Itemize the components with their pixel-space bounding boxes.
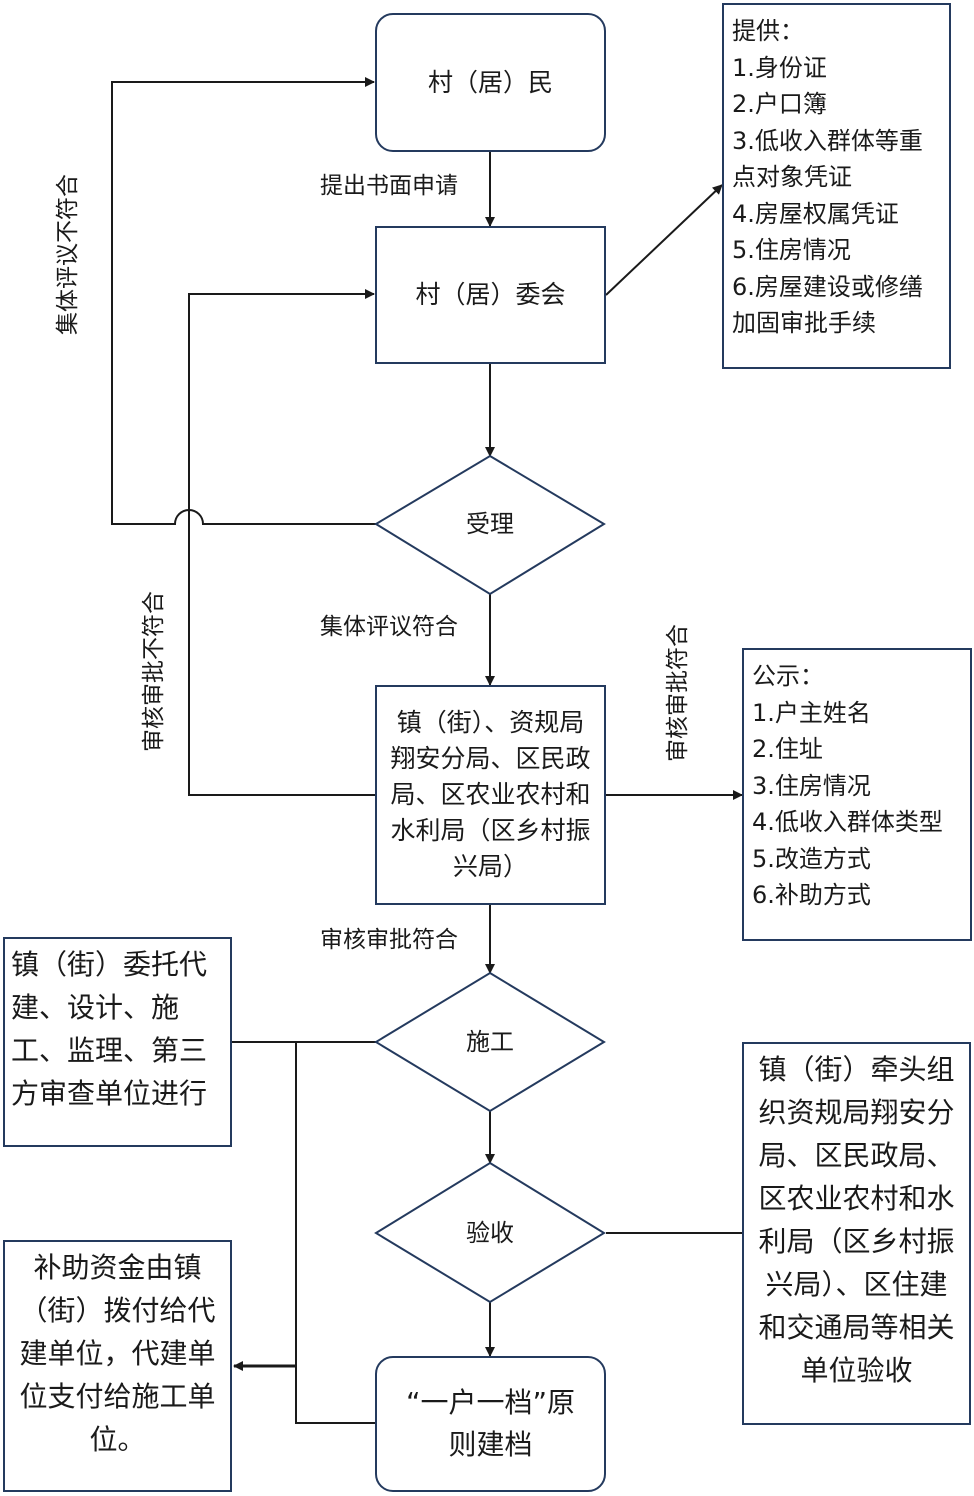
provide-note: 提供： 1.身份证 2.户口簿 3.低收入群体等重 点对象凭证 4.房屋权属凭证…	[722, 3, 951, 369]
review-line: 翔安分局、区民政	[390, 744, 591, 773]
publicize-line: 4.低收入群体类型	[752, 808, 943, 836]
provide-line: 2.户口簿	[732, 90, 827, 118]
provide-line: 加固审批手续	[732, 309, 876, 337]
archive-node: “一户一档”原 则建档	[375, 1356, 606, 1492]
construction-label: 施工	[466, 1028, 514, 1056]
committee-node: 村（居）委会	[375, 226, 606, 364]
subsidy-note: 补助资金由镇 （街）拨付给代 建单位，代建单 位支付给施工单 位。	[3, 1240, 232, 1492]
submit-label: 提出书面申请	[320, 173, 458, 199]
subsidy-line: （街）拨付给代	[19, 1294, 216, 1327]
subsidy-line: 建单位，代建单	[19, 1337, 216, 1370]
edge-review-fail	[188, 289, 376, 796]
subsidy-line: 位支付给施工单	[19, 1380, 216, 1413]
acceptance-line: 局、区民政局、	[758, 1139, 955, 1172]
review-pass-right-label: 审核审批符合	[665, 624, 691, 762]
villager-node: 村（居）民	[375, 13, 606, 152]
acceptance-line: 镇（街）牵头组	[758, 1053, 955, 1086]
subsidy-line: 补助资金由镇	[33, 1251, 202, 1284]
subsidy-line: 位。	[89, 1423, 146, 1456]
publicize-note: 公示： 1.户主姓名 2.住址 3.住房情况 4.低收入群体类型 5.改造方式 …	[742, 648, 972, 941]
review-pass-down-label: 审核审批符合	[320, 927, 458, 953]
provide-line: 3.低收入群体等重	[732, 126, 923, 155]
collective-pass-label: 集体评议符合	[320, 614, 458, 640]
inspection-label: 验收	[466, 1219, 514, 1247]
construction-diamond	[374, 971, 606, 1113]
archive-line: 则建档	[448, 1428, 533, 1461]
publicize-line: 3.住房情况	[752, 771, 871, 800]
acceptance-line: 织资规局翔安分	[758, 1096, 955, 1129]
entrust-note: 镇（街）委托代 建、设计、施 工、监理、第三 方审查单位进行	[3, 937, 232, 1147]
acceptance-note: 镇（街）牵头组 织资规局翔安分 局、区民政局、 区农业农村和水 利局（区乡村振 …	[742, 1042, 971, 1425]
review-line: 镇（街）、资规局	[396, 708, 585, 737]
publicize-line: 2.住址	[752, 735, 823, 763]
publicize-line: 公示：	[752, 662, 824, 690]
review-line: 局、区农业农村和	[390, 780, 591, 809]
edge-collective-fail	[111, 77, 376, 525]
villager-label: 村（居）民	[427, 67, 553, 97]
provide-line: 点对象凭证	[732, 163, 852, 191]
entrust-line: 工、监理、第三	[11, 1034, 208, 1067]
edge-committee-provide	[605, 184, 723, 296]
provide-line: 6.房屋建设或修缮	[732, 272, 923, 301]
acceptance-line: 利局（区乡村振	[758, 1225, 955, 1258]
entrust-line: 建、设计、施	[11, 991, 180, 1024]
committee-label: 村（居）委会	[415, 280, 566, 309]
accept-diamond	[374, 454, 606, 596]
edge-subsidy-bracket	[295, 1042, 376, 1424]
acceptance-line: 单位验收	[800, 1354, 913, 1387]
accept-label: 受理	[466, 510, 514, 538]
provide-line: 5.住房情况	[732, 236, 851, 264]
acceptance-line: 兴局）、区住建	[765, 1268, 948, 1301]
publicize-line: 5.改造方式	[752, 844, 871, 873]
publicize-line: 6.补助方式	[752, 881, 871, 909]
publicize-line: 1.户主姓名	[752, 698, 871, 727]
archive-line: “一户一档”原	[405, 1386, 575, 1419]
entrust-line: 方审查单位进行	[11, 1077, 208, 1110]
review-line: 水利局（区乡村振	[390, 816, 591, 845]
entrust-line: 镇（街）委托代	[11, 948, 208, 981]
acceptance-line: 和交通局等相关	[758, 1311, 955, 1344]
provide-line: 1.身份证	[732, 53, 827, 82]
inspection-diamond	[374, 1161, 606, 1304]
review-line: 兴局）	[452, 852, 528, 881]
review-node: 镇（街）、资规局 翔安分局、区民政 局、区农业农村和 水利局（区乡村振 兴局）	[375, 685, 606, 905]
acceptance-line: 区农业农村和水	[758, 1182, 955, 1215]
provide-line: 4.房屋权属凭证	[732, 199, 899, 228]
provide-line: 提供：	[732, 17, 804, 45]
collective-fail-label: 集体评议不符合	[55, 174, 81, 335]
review-fail-label: 审核审批不符合	[141, 591, 167, 752]
